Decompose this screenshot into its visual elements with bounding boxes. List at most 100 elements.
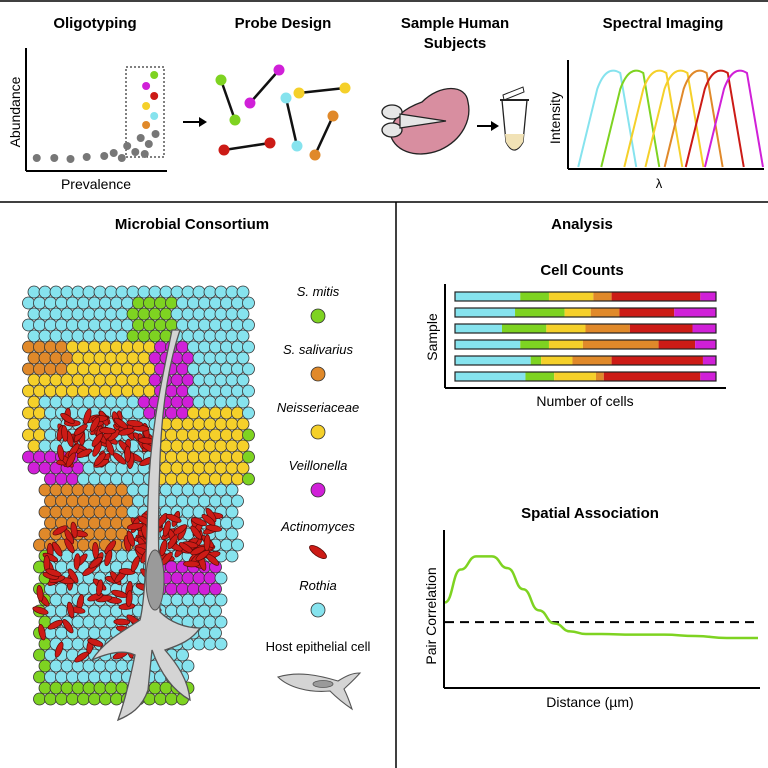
coccus	[66, 472, 79, 486]
coccus	[66, 692, 79, 706]
coccus	[88, 604, 101, 618]
actinomyces-rod	[66, 601, 75, 619]
coccus	[33, 362, 46, 376]
coccus	[82, 505, 96, 519]
coccus	[220, 318, 233, 332]
coccus	[132, 472, 145, 486]
coccus	[198, 318, 211, 332]
oligo-point-neisseriaceae-3	[142, 102, 151, 110]
coccus	[187, 406, 200, 420]
coccus	[110, 670, 123, 684]
coccus	[44, 362, 57, 376]
coccus	[104, 483, 118, 497]
actinomyces-rod	[67, 568, 79, 584]
coccus	[88, 516, 101, 530]
legend-label-veillonella: Veillonella	[289, 458, 348, 473]
bar-segment-actinomyces	[611, 292, 701, 301]
coccus	[192, 307, 206, 321]
coccus	[104, 395, 118, 409]
actinomyces-rod	[91, 432, 104, 447]
coccus	[176, 296, 189, 310]
coccus	[55, 494, 68, 508]
actinomyces-rod	[62, 619, 74, 634]
coccus	[71, 307, 85, 321]
coccus	[176, 472, 189, 486]
coccus	[209, 582, 222, 596]
coccus	[82, 395, 96, 409]
coccus	[88, 626, 101, 640]
coccus	[176, 340, 189, 354]
coccus	[126, 505, 140, 519]
actinomyces-rod	[113, 618, 131, 626]
actinomyces-rod	[162, 520, 171, 537]
coccus	[225, 285, 239, 299]
analysis-title: Analysis	[551, 216, 613, 233]
coccus	[209, 406, 222, 420]
coccus	[110, 692, 123, 706]
coccus	[181, 417, 195, 431]
coccus	[93, 681, 107, 695]
bar-segment-neisseriaceae	[541, 356, 573, 365]
coccus	[110, 362, 123, 376]
coccus	[60, 373, 74, 387]
bar-segment-rothia	[455, 372, 526, 381]
coccus	[115, 505, 129, 519]
coccus	[176, 494, 189, 508]
coccus	[187, 428, 200, 442]
coccus	[181, 285, 195, 299]
oligo-point-grey-11	[144, 140, 153, 148]
coccus	[27, 417, 41, 431]
actinomyces-rod	[167, 534, 179, 550]
actinomyces-rod	[113, 417, 128, 430]
oligo-point-grey-7	[123, 142, 132, 150]
actinomyces-rod	[57, 444, 65, 462]
legend-label-neisseriaceae: Neisseriaceae	[277, 400, 359, 415]
legend-label-host: Host epithelial cell	[266, 639, 371, 654]
probe-stem-1	[249, 69, 280, 104]
coccus	[82, 373, 96, 387]
coccus	[214, 307, 228, 321]
coccus	[231, 296, 244, 310]
probe-fluorophore-veillonella	[273, 64, 285, 76]
coccus	[60, 681, 74, 695]
coccus	[198, 362, 211, 376]
probe-fluorophore-s_salivarius	[327, 110, 339, 122]
coccus	[44, 406, 57, 420]
coccus	[88, 494, 101, 508]
coccus	[143, 296, 156, 310]
coccus	[176, 604, 189, 618]
coccus	[66, 318, 79, 332]
coccus	[176, 406, 189, 420]
coccus	[192, 461, 206, 475]
coccus	[38, 637, 52, 651]
coccus	[126, 351, 140, 365]
coccus	[38, 439, 52, 453]
actinomyces-rod	[88, 556, 103, 569]
coccus	[33, 670, 46, 684]
coccus	[121, 472, 134, 486]
coccus	[60, 285, 74, 299]
legend-swatch-host-cell	[276, 672, 362, 711]
coccus	[77, 296, 90, 310]
coccus	[203, 417, 217, 431]
coccus	[71, 395, 85, 409]
coccus	[181, 483, 195, 497]
coccus	[165, 406, 178, 420]
oligo-point-grey-3	[82, 153, 91, 161]
coccus	[148, 373, 162, 387]
probe-fluorophore-neisseriaceae	[339, 82, 351, 94]
coccus	[99, 604, 112, 618]
coccus	[198, 428, 211, 442]
coccus	[225, 483, 239, 497]
cell-counts-x-label: Number of cells	[536, 393, 633, 409]
probe-fluorophore-s_mitis	[215, 74, 227, 86]
coccus	[115, 285, 129, 299]
coccus	[220, 296, 233, 310]
oligo-point-grey-2	[66, 155, 75, 163]
coccus	[121, 318, 134, 332]
coccus	[99, 362, 112, 376]
coccus	[198, 406, 211, 420]
spatial-x-label: Distance (µm)	[546, 694, 633, 710]
coccus	[159, 461, 173, 475]
bar-segment-veillonella	[700, 372, 716, 381]
